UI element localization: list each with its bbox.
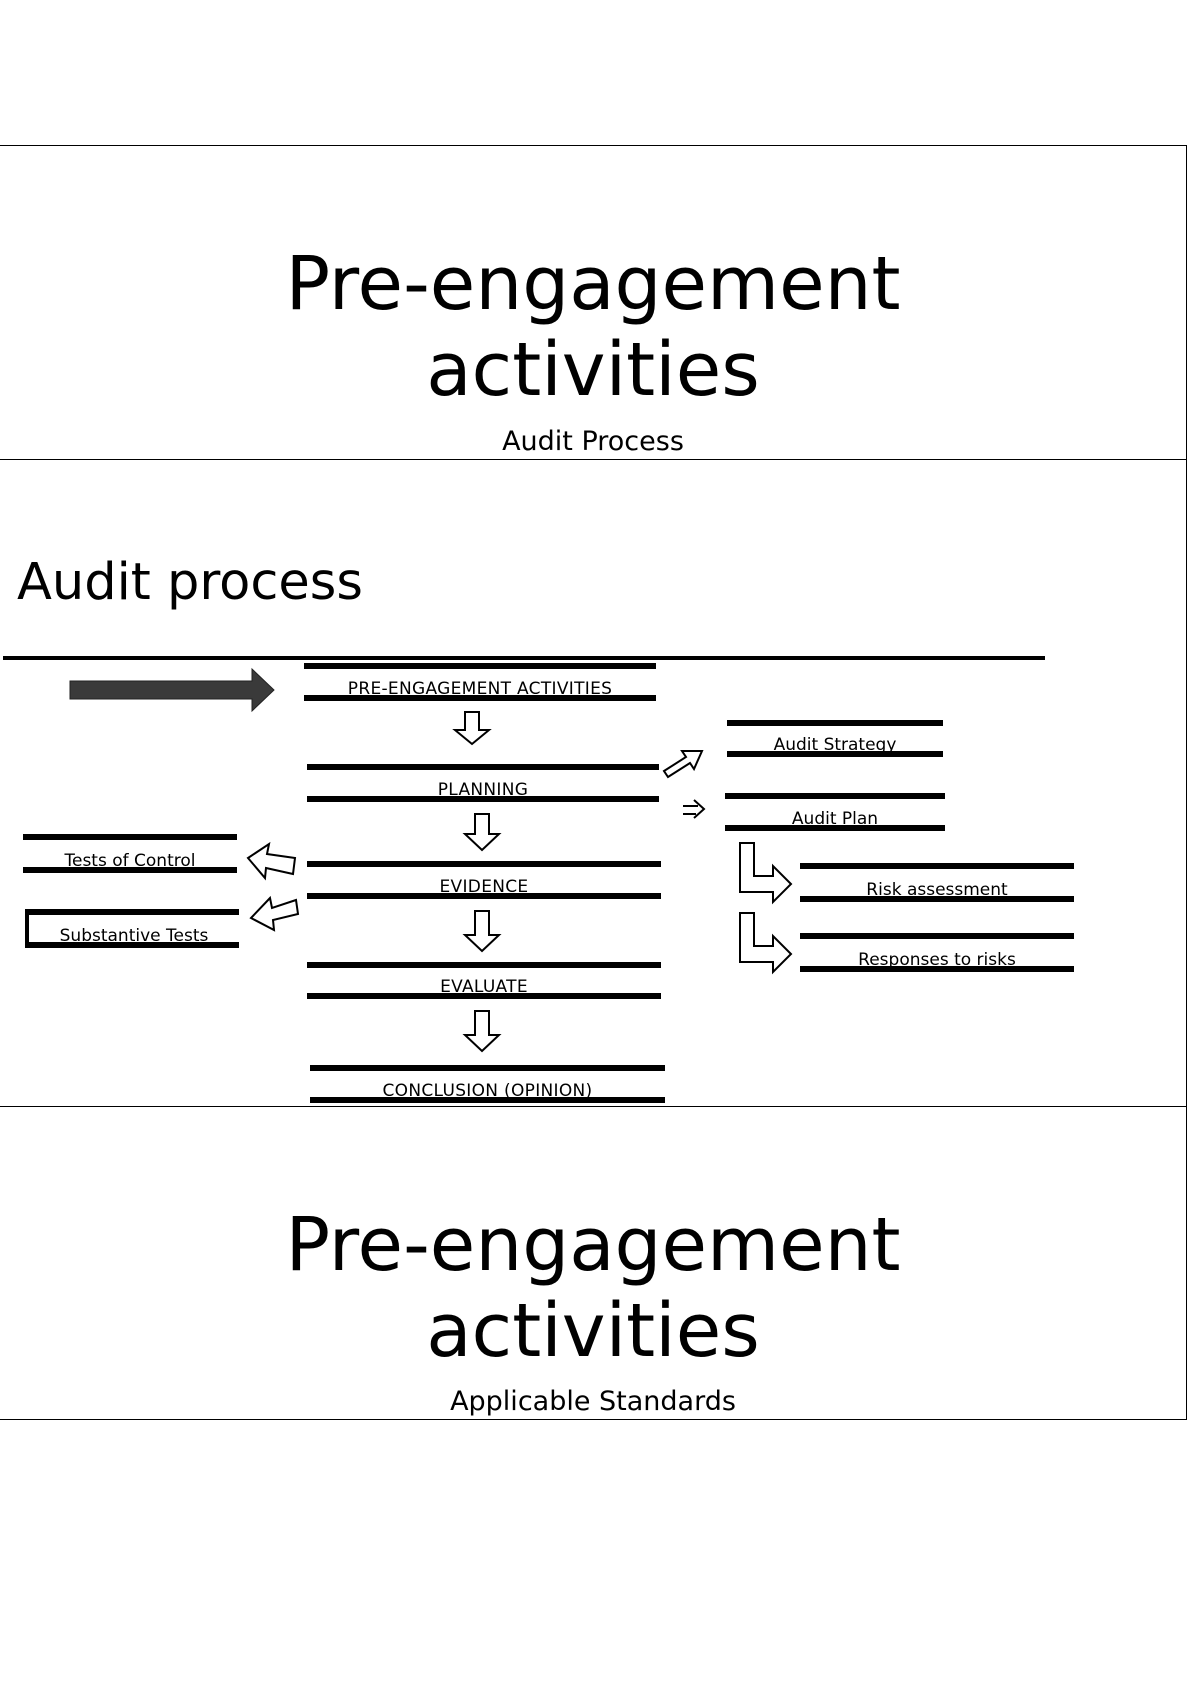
elbow-arrow-icon bbox=[739, 912, 793, 975]
elbow-arrow-icon bbox=[739, 842, 793, 905]
slide-pre-engagement-audit-process: Pre-engagement activities Audit Process bbox=[0, 145, 1187, 460]
slide-title: Audit process bbox=[17, 553, 363, 612]
step-conclusion: CONCLUSION (OPINION) bbox=[310, 1065, 665, 1103]
audit-plan-box: Audit Plan bbox=[725, 793, 945, 831]
down-arrow-icon bbox=[462, 813, 502, 852]
left-arrow-icon bbox=[249, 895, 300, 932]
title-line-1: Pre-engagement bbox=[285, 1202, 901, 1288]
slide-audit-process-diagram: Audit process PRE-ENGAGEMENT ACTIVITIES … bbox=[0, 459, 1187, 1107]
title-line-1: Pre-engagement bbox=[285, 241, 901, 327]
slide-pre-engagement-applicable-standards: Pre-engagement activities Applicable Sta… bbox=[0, 1106, 1187, 1420]
risk-assessment-box: Risk assessment bbox=[800, 863, 1074, 902]
right-arrow-icon bbox=[683, 799, 706, 819]
substantive-tests-box: Substantive Tests bbox=[25, 909, 239, 948]
title-line-2: activities bbox=[426, 1288, 760, 1374]
down-arrow-icon bbox=[462, 1010, 502, 1053]
step-evidence: EVIDENCE bbox=[307, 861, 661, 899]
up-right-arrow-icon bbox=[662, 750, 704, 779]
responses-to-risks-box: Responses to risks bbox=[800, 933, 1074, 972]
title-underline bbox=[3, 656, 1045, 660]
step-evaluate: EVALUATE bbox=[307, 962, 661, 999]
current-step-arrow-icon bbox=[69, 667, 275, 713]
slide-title: Pre-engagement activities bbox=[0, 1202, 1186, 1374]
step-planning: PLANNING bbox=[307, 764, 659, 802]
step-pre-engagement: PRE-ENGAGEMENT ACTIVITIES bbox=[304, 663, 656, 701]
down-arrow-icon bbox=[452, 711, 492, 746]
tests-of-control-box: Tests of Control bbox=[23, 834, 237, 873]
slide-subtitle: Audit Process bbox=[502, 426, 684, 457]
down-arrow-icon bbox=[462, 910, 502, 953]
slide-title: Pre-engagement activities bbox=[0, 241, 1186, 413]
left-arrow-icon bbox=[246, 841, 297, 881]
slide-subtitle: Applicable Standards bbox=[450, 1386, 736, 1417]
audit-strategy-box: Audit Strategy bbox=[727, 720, 943, 757]
title-line-2: activities bbox=[426, 327, 760, 413]
